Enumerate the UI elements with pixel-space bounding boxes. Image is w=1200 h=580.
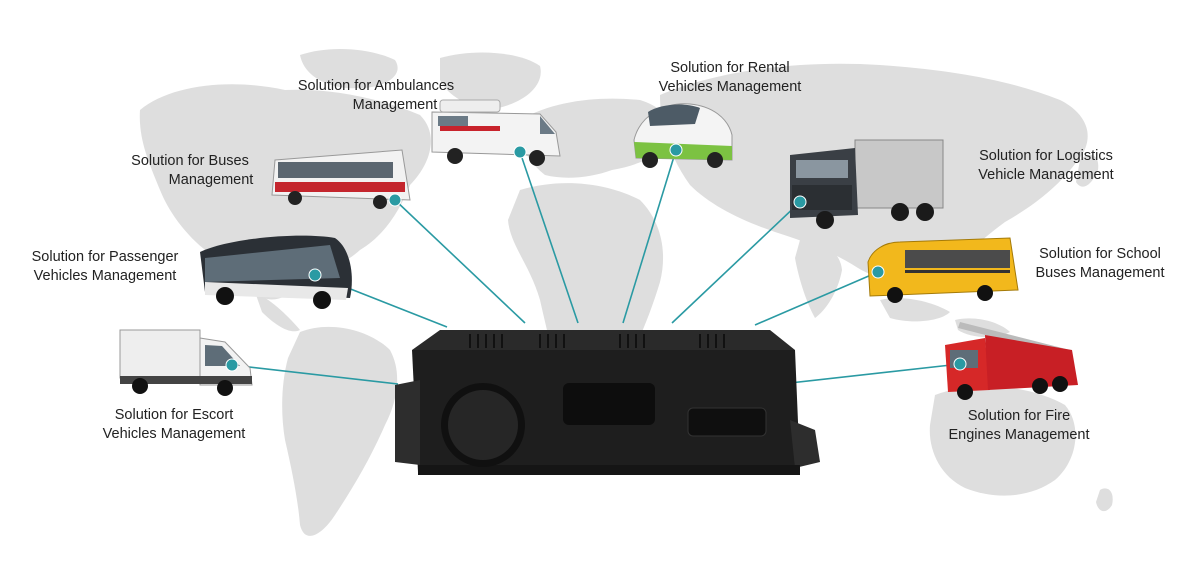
school-bus-icon	[867, 237, 1019, 303]
label-fire-line1: Solution for Fire	[967, 408, 1071, 424]
dot-fire	[953, 357, 967, 371]
connector-escort	[231, 364, 399, 385]
connector-logistics	[671, 201, 801, 324]
dot-rental	[669, 143, 683, 157]
label-fire: Solution for Fire Engines Management	[935, 407, 1103, 445]
label-logistics-line2: Vehicle Management	[978, 167, 1114, 183]
connector-bus	[394, 199, 526, 324]
coach-bus-icon	[200, 235, 352, 309]
label-escort-line1: Solution for Escort	[114, 407, 234, 423]
dot-escort	[225, 358, 239, 372]
city-bus-icon	[271, 149, 411, 209]
label-fire-line2: Engines Management	[948, 427, 1090, 443]
connector-ambulance	[519, 151, 579, 324]
label-passenger-line1: Solution for Passenger	[31, 249, 179, 265]
dot-ambulance	[513, 145, 527, 159]
connector-lines	[231, 149, 961, 385]
logistics-truck-icon	[790, 139, 944, 229]
label-passenger-line2: Vehicles Management	[33, 268, 177, 284]
label-school-line1: Solution for School	[1039, 246, 1161, 262]
label-logistics: Solution for Logistics Vehicle Managemen…	[962, 147, 1130, 185]
connector-school	[754, 271, 879, 326]
label-rental: Solution for Rental Vehicles Management	[645, 59, 815, 97]
dot-passenger	[308, 268, 322, 282]
dot-bus	[388, 193, 402, 207]
label-bus: Solution for Buses Management	[122, 152, 258, 190]
label-ambulance-line2: Management	[352, 97, 438, 113]
label-bus-line1: Solution for Buses	[131, 153, 249, 169]
dvr-device	[395, 330, 820, 475]
label-rental-line2: Vehicles Management	[658, 79, 802, 95]
connector-fire	[789, 363, 961, 384]
rental-car-icon	[633, 103, 733, 168]
label-ambulance-line1: Solution for Ambulances	[297, 78, 455, 94]
connector-rental	[622, 149, 677, 324]
label-bus-line2: Management	[168, 172, 254, 188]
label-passenger: Solution for Passenger Vehicles Manageme…	[18, 248, 192, 286]
dot-school	[871, 265, 885, 279]
label-school: Solution for School Buses Management	[1024, 245, 1176, 283]
label-escort-line2: Vehicles Management	[102, 426, 246, 442]
label-ambulance: Solution for Ambulances Management	[278, 77, 474, 115]
fire-engine-icon	[945, 322, 1078, 400]
label-logistics-line1: Solution for Logistics	[979, 148, 1113, 164]
label-escort: Solution for Escort Vehicles Management	[90, 406, 258, 444]
ambulance-icon	[431, 99, 561, 166]
connector-dots	[225, 143, 967, 372]
label-rental-line1: Solution for Rental	[670, 60, 790, 76]
label-school-line2: Buses Management	[1035, 265, 1165, 281]
escort-van-icon	[119, 329, 253, 396]
dot-logistics	[793, 195, 807, 209]
